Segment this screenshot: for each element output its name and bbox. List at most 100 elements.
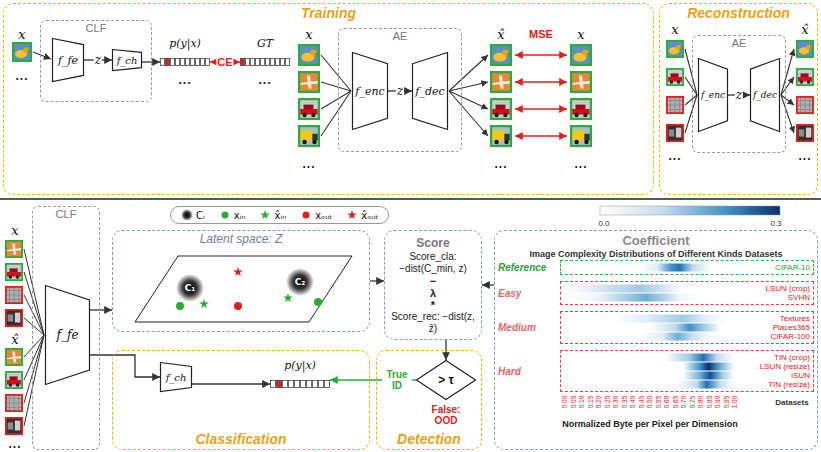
block-name: f_enc	[701, 90, 725, 100]
cluster-center: C₁	[185, 283, 196, 293]
vector-cell	[166, 59, 170, 66]
vector-cell	[276, 59, 280, 66]
block-name: f_dec	[415, 85, 444, 98]
label-holder: ...	[494, 157, 507, 171]
text-label: 0.0	[598, 219, 609, 228]
connector-arrow	[142, 61, 160, 62]
axis-tick: 1.00	[731, 396, 738, 409]
label-holder: 0.70	[680, 396, 687, 409]
legend-item: xᵢₙ	[219, 209, 246, 221]
score-term: Score_cla: −dist(C_min, z)	[388, 251, 478, 275]
label-holder: 0.25	[603, 396, 610, 409]
vector-cell	[295, 381, 300, 388]
vector-cell	[206, 59, 210, 66]
dataset-name: TIN (resize)	[768, 380, 810, 389]
dataset-band: MediumTexturesPlaces365CIFAR-100	[498, 311, 814, 344]
label-holder: 0.95	[722, 396, 729, 409]
label-holder: 0.10	[578, 396, 585, 409]
label-holder: 0.85	[705, 396, 712, 409]
axis-tick: 0.20	[595, 396, 602, 409]
coefficient-panel: CoefficientImage Complexity Distribution…	[494, 230, 818, 450]
label-holder: x	[11, 223, 18, 238]
legend-sample	[259, 209, 271, 221]
text-label: x̂	[497, 27, 504, 42]
label-holder: 0.3	[770, 219, 781, 228]
edge-label-holder: z	[735, 88, 743, 102]
label-holder: Datasets	[775, 398, 808, 407]
vector-cell	[283, 381, 288, 388]
label-holder: ...	[15, 69, 28, 83]
vector-cell	[325, 381, 330, 388]
label-holder: 0.00	[561, 396, 568, 409]
shape-outline	[113, 50, 142, 71]
text-label: MSE	[529, 28, 553, 40]
connector-arrow	[90, 309, 112, 310]
band-frame: TexturesPlaces365CIFAR-100	[560, 311, 814, 344]
label-holder: 0.40	[629, 396, 636, 409]
axis-tick: 0.45	[637, 396, 644, 409]
panel-title: Detection	[397, 431, 461, 447]
vector-cell	[301, 381, 306, 388]
label-holder: x̂	[11, 332, 18, 347]
vector-cell	[196, 59, 200, 66]
label-holder: ...	[258, 73, 271, 87]
legend-item: xₒᵤₜ	[300, 209, 332, 221]
encoder-block: f_enc	[698, 58, 728, 132]
vector-cell	[271, 59, 275, 66]
dataset-name: TIN (crop)	[774, 353, 810, 362]
label-holder: ...	[178, 73, 191, 87]
vector-name: GT	[257, 36, 273, 51]
vector-cell	[201, 59, 205, 66]
shape-outline	[417, 361, 476, 400]
label-holder: ...	[668, 149, 681, 163]
shape-outline	[53, 39, 84, 82]
axis-tick: 0.00	[561, 396, 568, 409]
legend-sample	[219, 209, 231, 221]
decoder-block: f_dec	[412, 52, 448, 130]
model-box: CLFf_fe	[32, 206, 100, 450]
glow-sample	[181, 209, 193, 221]
edge-label: z	[396, 84, 404, 98]
connector-arrow	[192, 383, 270, 384]
vector-name: p(y|x)	[284, 358, 316, 373]
dataset-name: LSUN (resize)	[760, 362, 810, 371]
label-holder: 0.45	[637, 396, 644, 409]
block-name: f_enc	[355, 85, 384, 98]
score-panel: ScoreScore_cla: −dist(C_min, z)−λ*Score_…	[384, 230, 482, 340]
vector-cell	[251, 59, 255, 66]
panel-title: AE	[732, 37, 747, 49]
text-label: x	[577, 27, 584, 42]
edge-label-holder: True ID	[382, 369, 412, 391]
band-heading: Medium	[498, 322, 560, 333]
panel-title: Score	[416, 236, 449, 251]
dot-sample	[221, 212, 228, 219]
axis-tick: 0.10	[578, 396, 585, 409]
ellipsis: ...	[302, 157, 315, 171]
axis-tick: 0.65	[671, 396, 678, 409]
legend-item: Cᵢ	[181, 209, 205, 221]
vector-cell	[261, 59, 265, 66]
label-holder: x̂	[497, 27, 504, 42]
ellipsis: ...	[574, 157, 587, 171]
block-name: f_ch	[166, 372, 187, 383]
dataset-name: Places365	[773, 323, 810, 332]
text-label: x	[671, 22, 678, 37]
axis-tick: 0.95	[722, 396, 729, 409]
label-holder: x̂	[801, 22, 808, 37]
edge-label: True ID	[382, 369, 412, 391]
dataset-band: ReferenceCIFAR-10	[498, 260, 814, 275]
score-term: *	[431, 299, 435, 311]
axis-tick: 0.75	[688, 396, 695, 409]
latent-panel: Latent space: Z	[112, 230, 370, 332]
axis-tick: 0.80	[697, 396, 704, 409]
label-holder: 0.30	[612, 396, 619, 409]
label-holder: MSE	[529, 28, 553, 40]
axis-tick: 0.05	[569, 396, 576, 409]
label-holder: C₂	[295, 277, 306, 287]
stage-panel: Classificationf_chp(y|x)	[112, 350, 370, 450]
edge-label-holder: CE	[216, 56, 233, 68]
vector-cell	[171, 59, 175, 66]
vector-cell	[246, 59, 250, 66]
score-term: −	[430, 275, 436, 287]
